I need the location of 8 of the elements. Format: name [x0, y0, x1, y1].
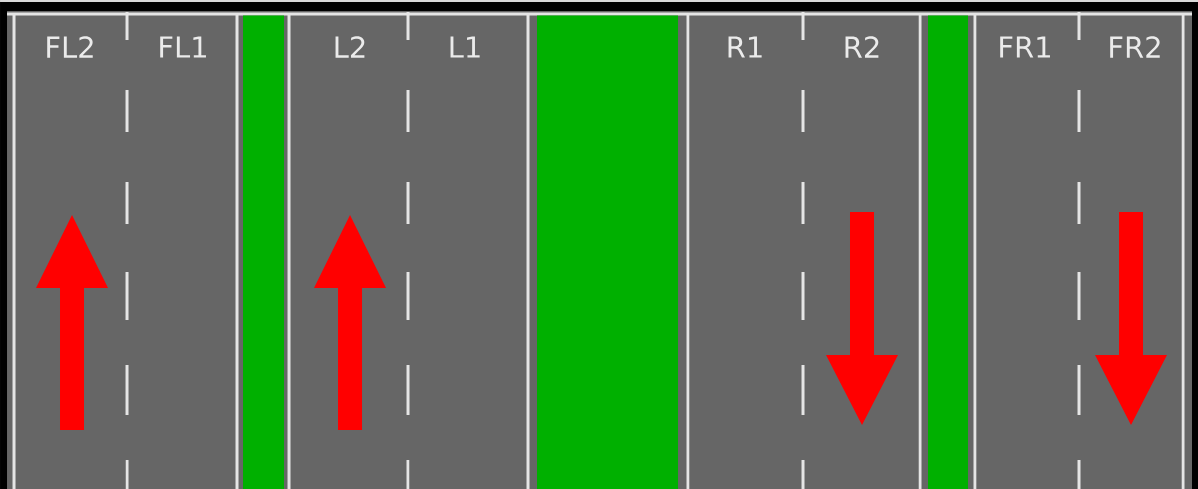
lane-label: FL1 [160, 36, 206, 58]
lane-label: R2 [845, 36, 879, 58]
lane-label: R1 [728, 36, 762, 58]
lane-label: FL2 [47, 36, 93, 58]
lane-label: L2 [335, 36, 365, 58]
lane-label: L1 [450, 36, 480, 58]
lane-label: FR2 [1110, 36, 1160, 58]
lane-label: FR1 [1000, 36, 1050, 58]
